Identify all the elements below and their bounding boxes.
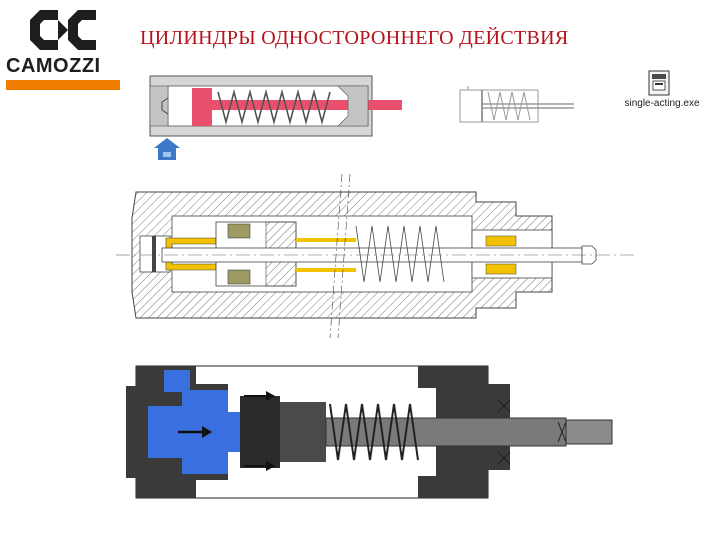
pneumatic-symbol-schematic — [459, 86, 574, 123]
camozzi-logo-mark — [30, 10, 96, 50]
executable-file-label[interactable]: single-acting.exe — [624, 98, 700, 109]
slide-title: ЦИЛИНДРЫ ОДНОСТОРОННЕГО ДЕЙСТВИЯ — [140, 27, 569, 49]
cylinder-section-drawing — [116, 173, 636, 339]
executable-file-icon[interactable] — [648, 70, 670, 96]
cylinder-pressure-section — [126, 365, 613, 499]
home-arrow-icon[interactable] — [154, 138, 180, 160]
logo-orange-bar — [6, 80, 120, 90]
camozzi-logo-text: CAMOZZI — [6, 55, 101, 77]
cylinder-animation[interactable] — [148, 72, 412, 162]
